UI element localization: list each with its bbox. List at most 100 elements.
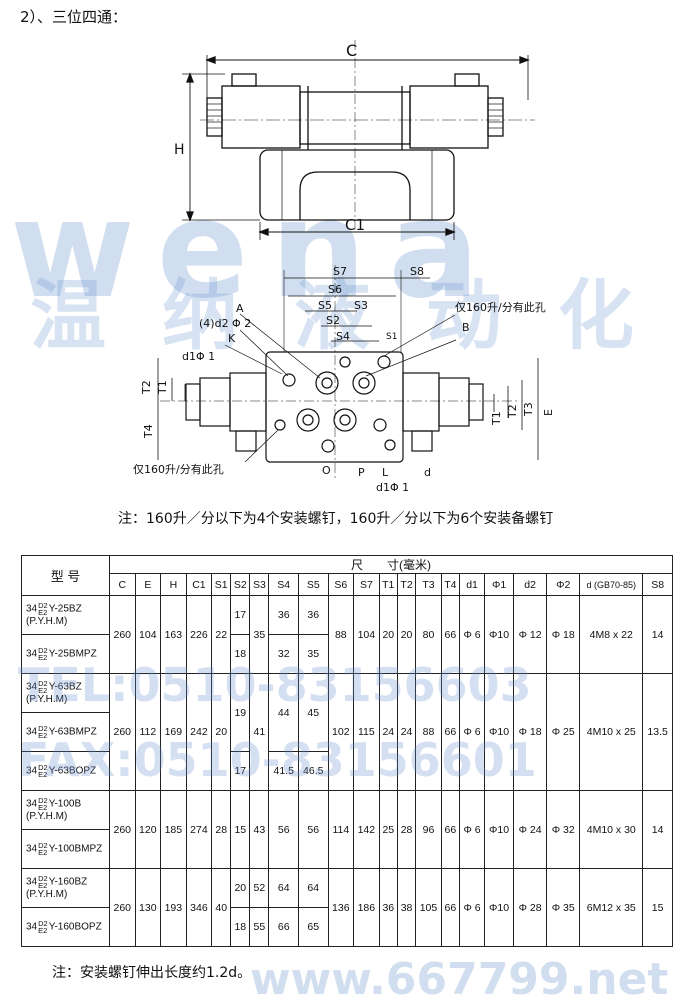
model-sup-top: D2	[38, 723, 48, 733]
label-t2-right: T2	[506, 404, 519, 419]
model-sub: (P.Y.H.M)	[26, 693, 68, 705]
value-cell: Φ 28	[513, 868, 548, 947]
column-header: d1	[459, 573, 486, 596]
value-cell: 25	[378, 790, 398, 869]
value-cell: 20	[396, 595, 417, 674]
label-s4: S4	[336, 330, 350, 343]
model-prefix: 34	[26, 843, 38, 855]
label-s2: S2	[326, 314, 340, 327]
value-cell: 36	[378, 868, 398, 947]
dim-c1-label: C1	[345, 216, 365, 234]
value-cell: 346	[185, 868, 213, 947]
value-cell: 20	[211, 673, 232, 791]
value-cell: 4M10 x 25	[579, 673, 644, 791]
label-d2phi2: (4)d2 Φ 2	[199, 317, 251, 330]
label-s7: S7	[333, 265, 347, 278]
column-header: H	[160, 573, 187, 596]
model-sup-top: D2	[38, 873, 48, 883]
value-cell: Φ 18	[546, 595, 581, 674]
column-header: T2	[396, 573, 417, 596]
value-cell: 105	[415, 868, 442, 947]
value-cell: 32	[268, 634, 299, 674]
value-cell: 15	[230, 790, 251, 869]
value-cell: Φ10	[484, 673, 515, 791]
value-cell: 4M8 x 22	[579, 595, 644, 674]
model-sup-bottom: E2	[38, 880, 48, 890]
label-d: d	[424, 466, 431, 479]
dims-header: 尺 寸(毫米)	[109, 555, 673, 574]
model-prefix: 34	[26, 876, 38, 888]
value-cell: 41.5	[268, 751, 299, 791]
value-cell: 28	[396, 790, 417, 869]
value-cell: 65	[297, 907, 329, 947]
value-cell: 18	[230, 634, 251, 674]
label-a: A	[236, 302, 244, 315]
value-cell: 22	[211, 595, 232, 674]
value-cell: 260	[109, 595, 136, 674]
value-cell: 20	[230, 868, 251, 908]
model-sup-top: D2	[38, 678, 48, 688]
note-top-hole: 仅160升/分有此孔	[455, 300, 546, 314]
model-prefix: 34	[26, 648, 38, 660]
label-d1phi1-bottom: d1Φ 1	[376, 481, 409, 494]
model-sup-bottom: E2	[38, 652, 48, 662]
label-s5: S5	[318, 299, 332, 312]
value-cell: 66	[440, 868, 461, 947]
value-cell: 46.5	[297, 751, 329, 791]
value-cell: 43	[249, 790, 270, 869]
column-header: S8	[642, 573, 673, 596]
watermark-url: www.667799.net	[250, 954, 669, 1005]
model-prefix: 34	[26, 726, 38, 738]
column-header: d (GB70-85)	[579, 573, 644, 596]
model-prefix: 34	[26, 681, 38, 693]
value-cell: 17	[230, 595, 251, 635]
model-header: 型 号	[21, 555, 110, 596]
column-header: S1	[211, 573, 232, 596]
model-sub: (P.Y.H.M)	[26, 810, 68, 822]
value-cell: 24	[396, 673, 417, 791]
value-cell: 52	[249, 868, 270, 908]
value-cell: Φ 25	[546, 673, 581, 791]
value-cell: 102	[327, 673, 355, 791]
column-header: S7	[353, 573, 380, 596]
model-sup-bottom: E2	[38, 730, 48, 740]
value-cell: 35	[297, 634, 329, 674]
value-cell: 130	[134, 868, 162, 947]
mounting-screw-note: 注：160升／分以下为4个安装螺钉，160升／分以下为6个安装备螺钉	[118, 511, 554, 527]
model-suffix: Y-160BOPZ	[48, 921, 102, 933]
value-cell: 260	[109, 868, 136, 947]
value-cell: Φ 6	[459, 595, 486, 674]
column-header: S3	[249, 573, 270, 596]
model-suffix: Y-25BZ	[48, 603, 82, 615]
value-cell: 193	[160, 868, 187, 947]
label-t4: T4	[142, 424, 155, 439]
value-cell: 38	[396, 868, 417, 947]
value-cell: Φ 24	[513, 790, 548, 869]
value-cell: 104	[353, 595, 380, 674]
model-suffix: Y-63BZ	[48, 681, 82, 693]
value-cell: 45	[297, 673, 329, 752]
value-cell: 186	[353, 868, 380, 947]
column-header: Φ2	[546, 573, 581, 596]
dim-h-label: H	[174, 142, 185, 158]
column-header: C1	[185, 573, 213, 596]
label-d1phi1-left: d1Φ 1	[182, 350, 215, 363]
model-prefix: 34	[26, 603, 38, 615]
value-cell: 185	[160, 790, 187, 869]
value-cell: 17	[230, 751, 251, 791]
column-header: S2	[230, 573, 251, 596]
valve-side-view-drawing: C H C1	[174, 40, 535, 240]
value-cell: 41	[249, 673, 270, 791]
label-s6: S6	[328, 283, 342, 296]
label-b: B	[462, 321, 470, 334]
value-cell: Φ 18	[513, 673, 548, 791]
